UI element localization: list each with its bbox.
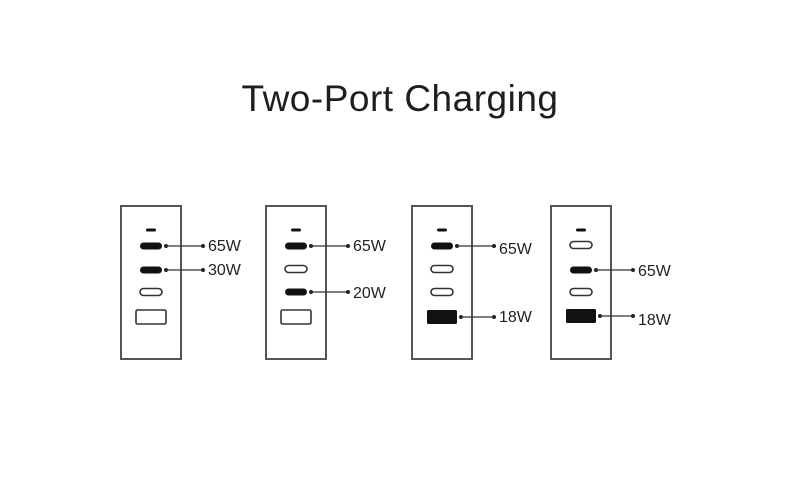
wattage-label: 65W <box>499 241 533 258</box>
charger-outline <box>120 205 182 360</box>
connector-dot <box>492 315 496 319</box>
usb-c-port <box>576 228 586 232</box>
usb-c-port <box>569 287 593 297</box>
charger-outline <box>411 205 473 360</box>
wattage-label: 18W <box>499 309 533 326</box>
wattage-label: 65W <box>353 238 387 255</box>
wattage-label: 20W <box>353 285 387 302</box>
usb-c-port <box>569 240 593 250</box>
connector-dot <box>492 244 496 248</box>
connector-dot <box>201 268 205 272</box>
usb-c-port <box>431 242 453 250</box>
page-title: Two-Port Charging <box>241 78 559 119</box>
usb-c-port <box>285 288 307 296</box>
charger-outline <box>550 205 612 360</box>
usb-a-port <box>566 309 596 323</box>
usb-c-port <box>146 228 156 232</box>
connector-dot <box>346 290 350 294</box>
usb-c-port <box>430 287 454 297</box>
usb-c-port <box>430 264 454 274</box>
wattage-label: 65W <box>208 238 242 255</box>
usb-c-port <box>285 242 307 250</box>
connector-dot <box>631 268 635 272</box>
usb-a-port <box>280 309 312 325</box>
usb-c-port <box>284 264 308 274</box>
charger-outline <box>265 205 327 360</box>
usb-c-port <box>437 228 447 232</box>
usb-c-port <box>140 242 162 250</box>
connector-dot <box>631 314 635 318</box>
wattage-label: 18W <box>638 312 672 329</box>
usb-c-port <box>570 266 592 274</box>
connector-dot <box>346 244 350 248</box>
usb-a-port <box>135 309 167 325</box>
connector-dot <box>201 244 205 248</box>
wattage-label: 65W <box>638 263 672 280</box>
usb-c-port <box>291 228 301 232</box>
usb-c-port <box>139 287 163 297</box>
usb-c-port <box>140 266 162 274</box>
usb-a-port <box>427 310 457 324</box>
wattage-label: 30W <box>208 262 242 279</box>
